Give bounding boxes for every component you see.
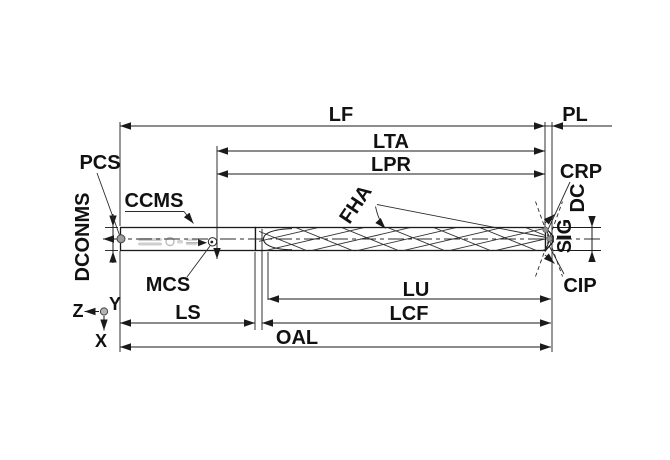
label-mcs: MCS — [146, 274, 190, 296]
label-fha: FHA — [335, 181, 376, 227]
label-lcf: LCF — [390, 303, 429, 325]
label-axis-x: X — [95, 331, 107, 351]
label-pcs: PCS — [79, 152, 120, 174]
dim-dconms: DCONMS — [72, 193, 117, 282]
dim-lta: LTA — [217, 131, 545, 155]
label-dc: DC — [567, 184, 589, 213]
marking-arrow-icon — [198, 239, 207, 247]
dim-ls: LS — [120, 302, 255, 327]
callout-cip: CIP — [546, 235, 597, 297]
dim-lpr: LPR — [217, 154, 545, 178]
dim-sig: SIG — [535, 201, 576, 277]
axes-origin-marker — [99, 307, 109, 316]
label-lpr: LPR — [371, 154, 412, 176]
callout-pcs: PCS — [79, 152, 126, 244]
label-sig: SIG — [554, 219, 576, 253]
label-pl: PL — [562, 104, 588, 126]
label-lu: LU — [403, 279, 430, 301]
callout-crp: CRP — [542, 161, 602, 233]
dim-pl: PL — [552, 104, 612, 130]
coordinate-axes: Z Y X — [73, 294, 122, 351]
pcs-point-marker — [116, 234, 126, 244]
label-axis-y: Y — [109, 294, 121, 314]
crp-point-marker — [542, 226, 549, 233]
label-lta: LTA — [373, 131, 409, 153]
dim-lu: LU — [268, 279, 551, 303]
dim-oal: OAL — [120, 327, 551, 351]
label-ls: LS — [175, 302, 201, 324]
dim-lcf: LCF — [262, 303, 551, 327]
callout-mcs: MCS — [146, 237, 218, 296]
dim-dc: DC — [567, 184, 596, 262]
mcs-point-dot — [210, 240, 214, 244]
label-cip: CIP — [563, 275, 596, 297]
dim-lf: LF — [120, 104, 545, 130]
label-ccms: CCMS — [125, 190, 184, 212]
label-dconms: DCONMS — [72, 193, 94, 282]
callout-ccms: CCMS — [125, 190, 194, 224]
label-oal: OAL — [276, 327, 318, 349]
cip-point-marker — [546, 235, 553, 242]
label-crp: CRP — [560, 161, 602, 183]
label-axis-z: Z — [73, 301, 84, 321]
label-lf: LF — [329, 104, 353, 126]
